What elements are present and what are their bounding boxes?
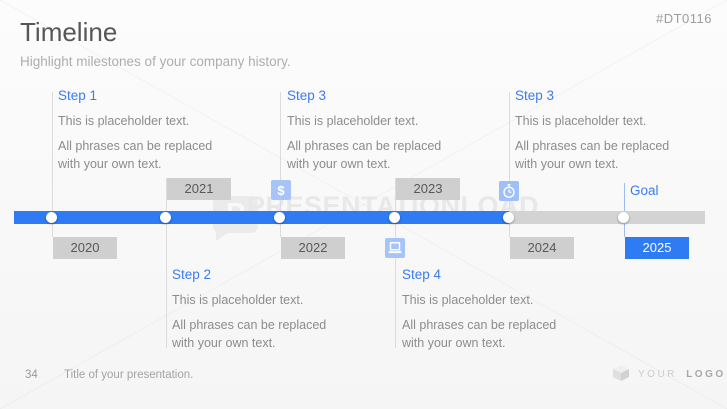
connector-line-step2 xyxy=(166,224,167,348)
connector-line-2023 xyxy=(395,178,396,211)
step-block-4: Step 4 This is placeholder text. All phr… xyxy=(402,267,578,359)
step-text-line: All phrases can be replaced with your ow… xyxy=(58,139,213,171)
your-logo-placeholder: YOUR LOGO xyxy=(638,369,726,380)
step-text-line: This is placeholder text. xyxy=(287,114,419,128)
year-box-2025: 2025 xyxy=(625,237,689,259)
step-block-3b: Step 3 This is placeholder text. All phr… xyxy=(515,88,691,180)
step-text-line: This is placeholder text. xyxy=(58,114,190,128)
dollar-icon: $ xyxy=(271,180,291,200)
milestone-dot-2023 xyxy=(389,212,400,223)
laptop-glyph xyxy=(388,242,402,254)
milestone-dot-2020 xyxy=(46,212,57,223)
template-code: #DT0116 xyxy=(655,11,712,26)
milestone-dot-2021 xyxy=(160,212,171,223)
connector-line-2024 xyxy=(509,224,510,237)
step-block-3a: Step 3 This is placeholder text. All phr… xyxy=(287,88,463,180)
milestone-dot-2025 xyxy=(618,212,629,223)
connector-line-2022 xyxy=(280,224,281,237)
step-text-line: This is placeholder text. xyxy=(402,293,534,307)
slide-subtitle: Highlight milestones of your company his… xyxy=(20,54,291,69)
slide-title: Timeline xyxy=(20,17,118,47)
page-number: 34 xyxy=(25,369,38,381)
step-block-2: Step 2 This is placeholder text. All phr… xyxy=(172,267,348,359)
year-box-2022: 2022 xyxy=(281,237,345,259)
connector-line-2020 xyxy=(52,224,53,237)
milestone-dot-2024 xyxy=(503,212,514,223)
cube-logo-icon xyxy=(613,365,629,381)
step-text-line: All phrases can be replaced with your ow… xyxy=(172,318,327,350)
logo-word-logo: LOGO xyxy=(686,369,726,380)
step-text-line: All phrases can be replaced with your ow… xyxy=(287,139,442,171)
step-title: Step 4 xyxy=(402,267,442,282)
milestone-dot-2022 xyxy=(274,212,285,223)
logo-word-your: YOUR xyxy=(638,369,677,380)
year-box-2020: 2020 xyxy=(53,237,117,259)
step-text-line: This is placeholder text. xyxy=(172,293,304,307)
connector-line-2025 xyxy=(624,224,625,237)
timeline-bar-progress xyxy=(14,211,509,224)
step-title: Step 3 xyxy=(515,88,555,103)
step-text-line: All phrases can be replaced with your ow… xyxy=(402,318,557,350)
stopwatch-glyph xyxy=(503,184,515,198)
year-box-2021: 2021 xyxy=(167,178,231,200)
year-box-2024: 2024 xyxy=(510,237,574,259)
connector-line-2021 xyxy=(166,178,167,211)
connector-line-step3a xyxy=(280,92,281,211)
connector-line-step1 xyxy=(52,92,53,211)
step-text-line: All phrases can be replaced with your ow… xyxy=(515,139,670,171)
year-box-2023: 2023 xyxy=(396,178,460,200)
connector-line-step4 xyxy=(395,224,396,348)
step-text-line: This is placeholder text. xyxy=(515,114,647,128)
laptop-icon xyxy=(385,238,405,258)
stopwatch-icon xyxy=(499,181,519,201)
goal-label: Goal xyxy=(630,183,659,198)
step-title: Step 2 xyxy=(172,267,212,282)
step-title: Step 3 xyxy=(287,88,327,103)
dollar-glyph: $ xyxy=(277,182,285,198)
step-title: Step 1 xyxy=(58,88,98,103)
footer-title: Title of your presentation. xyxy=(64,369,194,381)
step-block-1: Step 1 This is placeholder text. All phr… xyxy=(58,88,234,180)
connector-line-goal xyxy=(624,183,625,211)
connector-line-step3b xyxy=(509,92,510,211)
